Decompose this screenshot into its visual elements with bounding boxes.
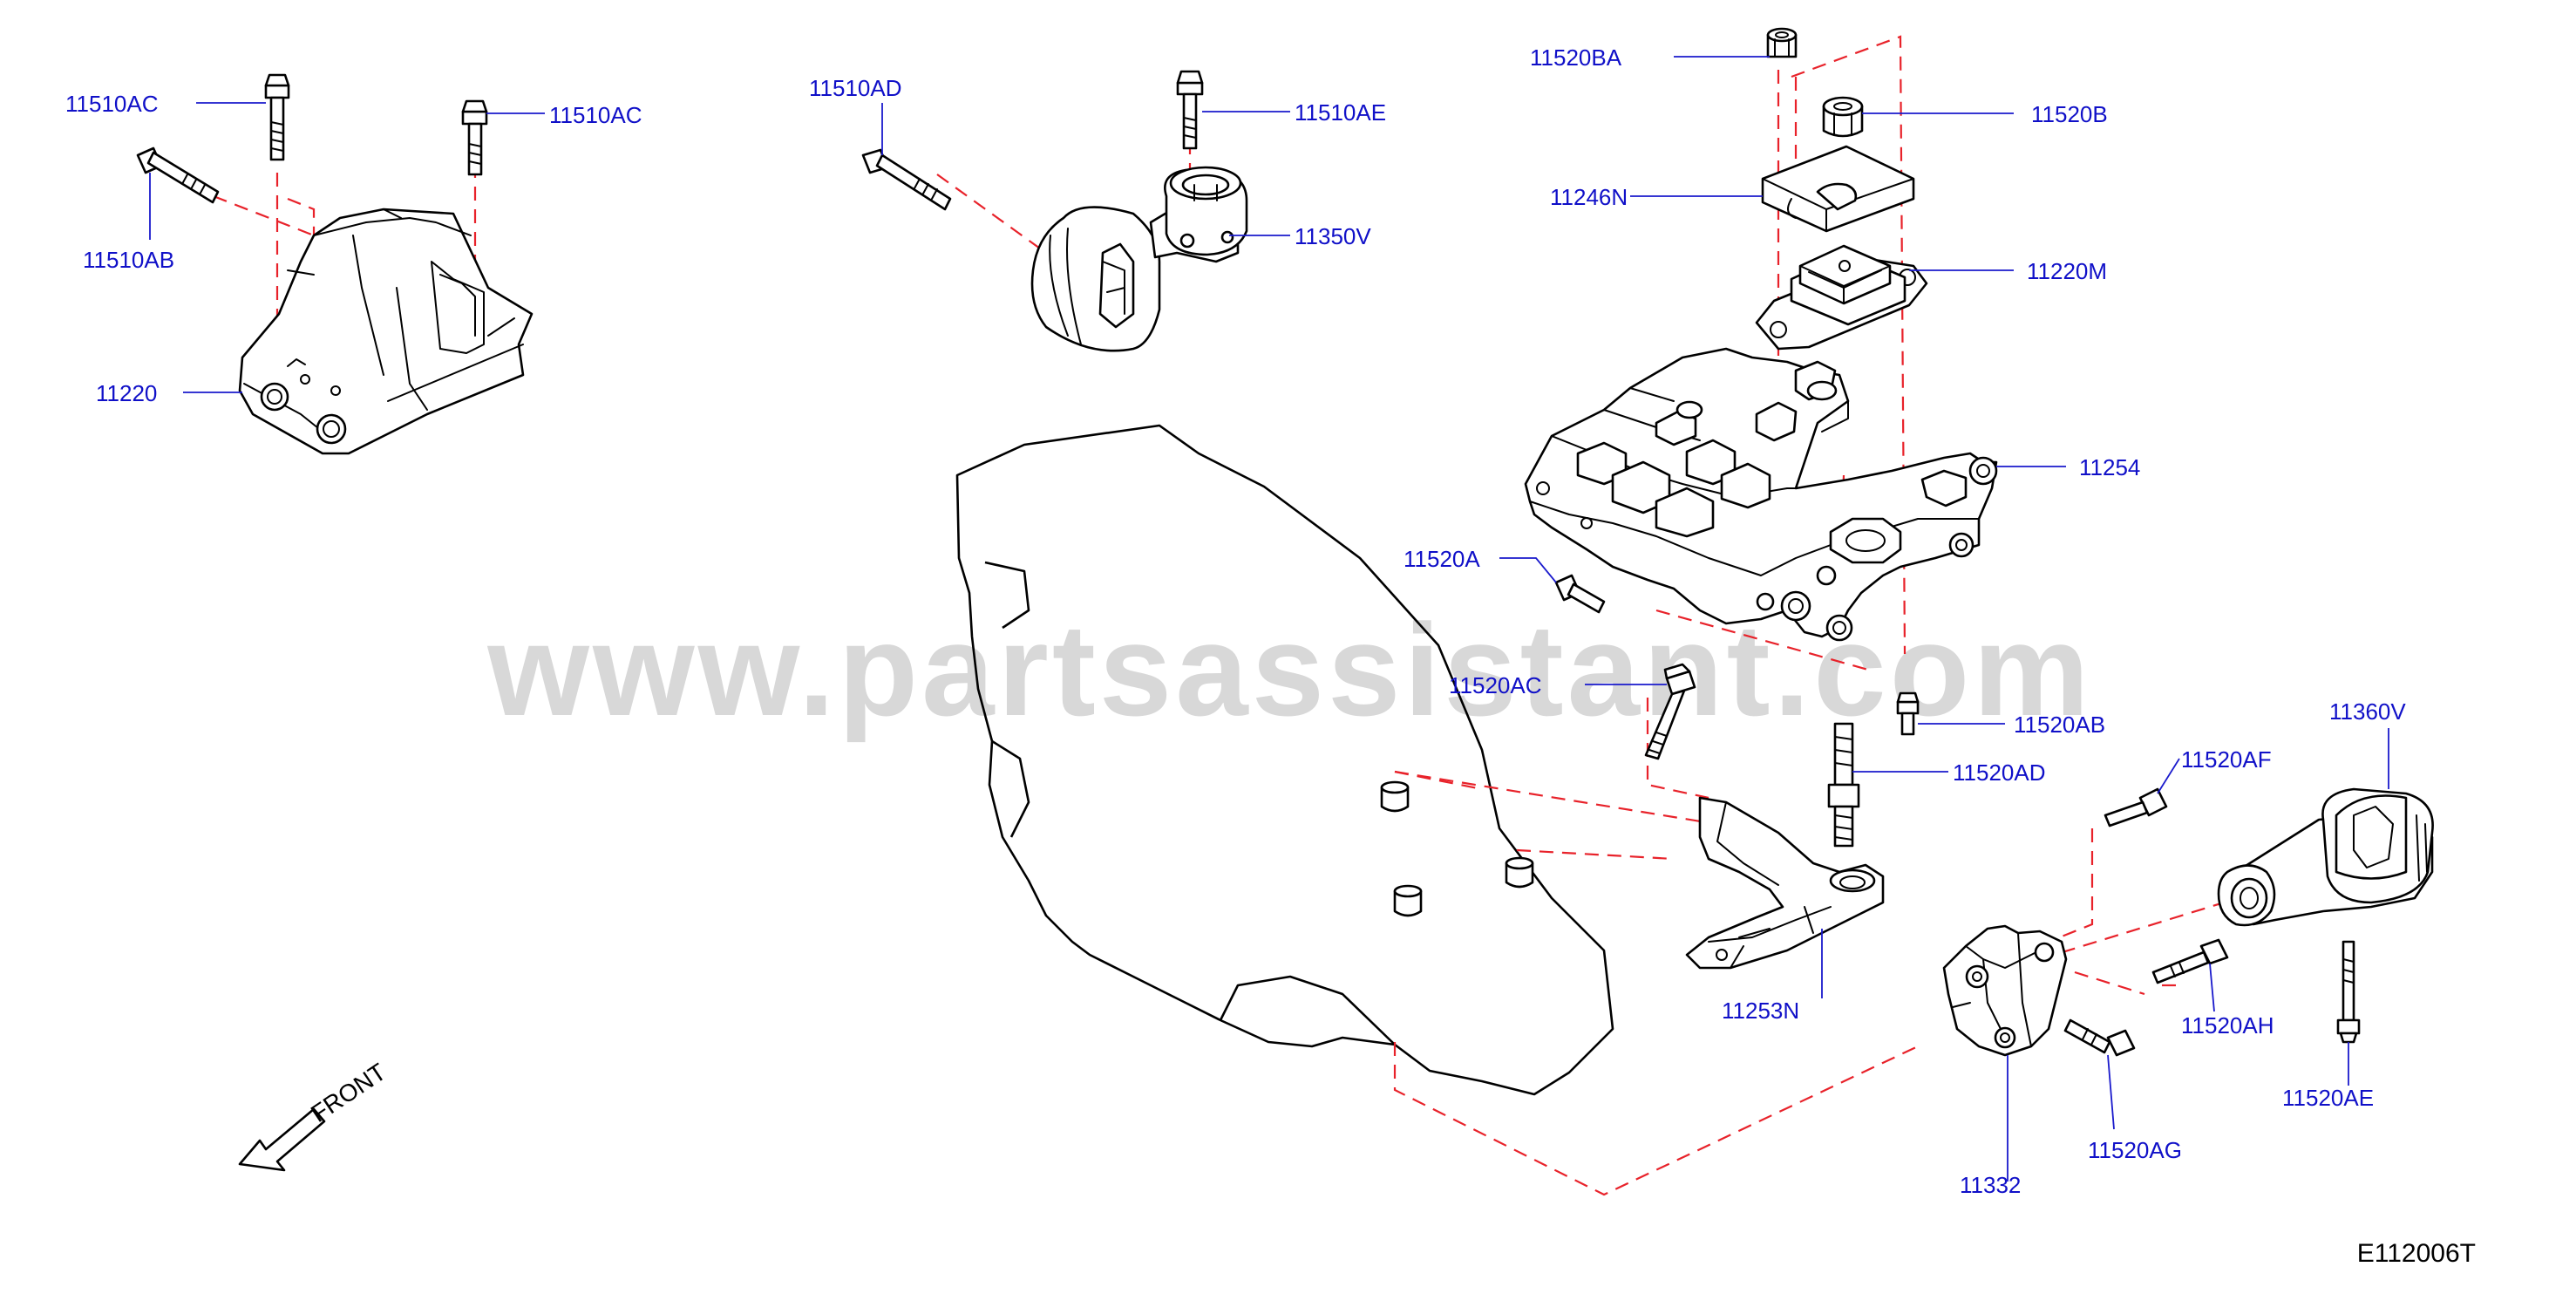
label-11510AC-right: 11510AC xyxy=(549,102,642,128)
label-11510AD: 11510AD xyxy=(809,75,902,101)
stud-11520AD xyxy=(1827,722,1860,848)
bolt-11520AG xyxy=(2063,1018,2136,1057)
label-11510AC-left: 11510AC xyxy=(65,91,159,117)
label-11220: 11220 xyxy=(96,380,157,406)
label-11520AB: 11520AB xyxy=(2014,712,2105,738)
part-11360V-torque-rod xyxy=(2217,787,2434,927)
label-11350V: 11350V xyxy=(1295,223,1371,249)
engine-boss-1 xyxy=(1380,780,1410,813)
bolt-11520AF xyxy=(2104,787,2168,827)
engine-boss-2 xyxy=(1393,884,1423,917)
leader-lines xyxy=(149,56,2389,1182)
label-11220M: 11220M xyxy=(2027,258,2107,284)
front-direction-indicator: FRONT xyxy=(238,1058,391,1172)
bracket-11246N xyxy=(1761,145,1915,233)
nut-11520BA xyxy=(1766,27,1798,58)
engine-boss-3 xyxy=(1505,856,1534,889)
part-labels: 11510AC 11510AC 11510AB 11220 11510AD 11… xyxy=(65,44,2406,1198)
bolt-11510AE xyxy=(1176,70,1204,150)
front-arrow-icon xyxy=(238,1107,326,1172)
label-11520B: 11520B xyxy=(2031,101,2108,127)
bolt-11520A xyxy=(1554,574,1606,614)
bracket-11332 xyxy=(1942,924,2068,1057)
bolt-11510AB xyxy=(136,146,220,204)
part-11220-mount xyxy=(238,208,534,455)
bolt-11510AC-right xyxy=(461,99,488,176)
label-11332: 11332 xyxy=(1960,1172,2021,1198)
part-11350V-torque-rod xyxy=(1030,166,1248,352)
watermark-text: www.partsassistant.com xyxy=(486,596,2092,743)
label-11520AE: 11520AE xyxy=(2282,1085,2374,1111)
label-11253N: 11253N xyxy=(1722,998,1799,1024)
label-11510AB: 11510AB xyxy=(83,247,174,273)
diagram-code: E112006T xyxy=(2357,1239,2476,1268)
label-11520AF: 11520AF xyxy=(2181,746,2272,773)
bolt-11520AH xyxy=(2151,938,2229,984)
nut-11520B xyxy=(1822,96,1864,138)
label-11520AC: 11520AC xyxy=(1449,672,1542,698)
label-11520AD: 11520AD xyxy=(1953,759,2046,786)
front-label: FRONT xyxy=(306,1058,391,1127)
label-11246N: 11246N xyxy=(1550,184,1628,210)
label-11360V: 11360V xyxy=(2329,698,2406,725)
label-11254: 11254 xyxy=(2079,454,2140,480)
label-11520AH: 11520AH xyxy=(2181,1012,2274,1039)
label-11520AG: 11520AG xyxy=(2088,1137,2182,1163)
engine-block-outline xyxy=(955,424,1614,1096)
bolt-11510AC-left xyxy=(264,73,290,161)
bolt-11520AE xyxy=(2336,940,2361,1044)
label-11520A: 11520A xyxy=(1404,546,1480,572)
label-11520BA: 11520BA xyxy=(1530,44,1622,71)
bracket-11254 xyxy=(1524,347,1998,642)
bolt-11510AD xyxy=(861,148,952,211)
bracket-11253N xyxy=(1685,796,1885,970)
bolt-11520AB xyxy=(1896,691,1920,736)
insulator-11220M xyxy=(1755,244,1928,351)
bolt-11520AC xyxy=(1644,663,1696,760)
label-11510AE: 11510AE xyxy=(1295,99,1386,126)
